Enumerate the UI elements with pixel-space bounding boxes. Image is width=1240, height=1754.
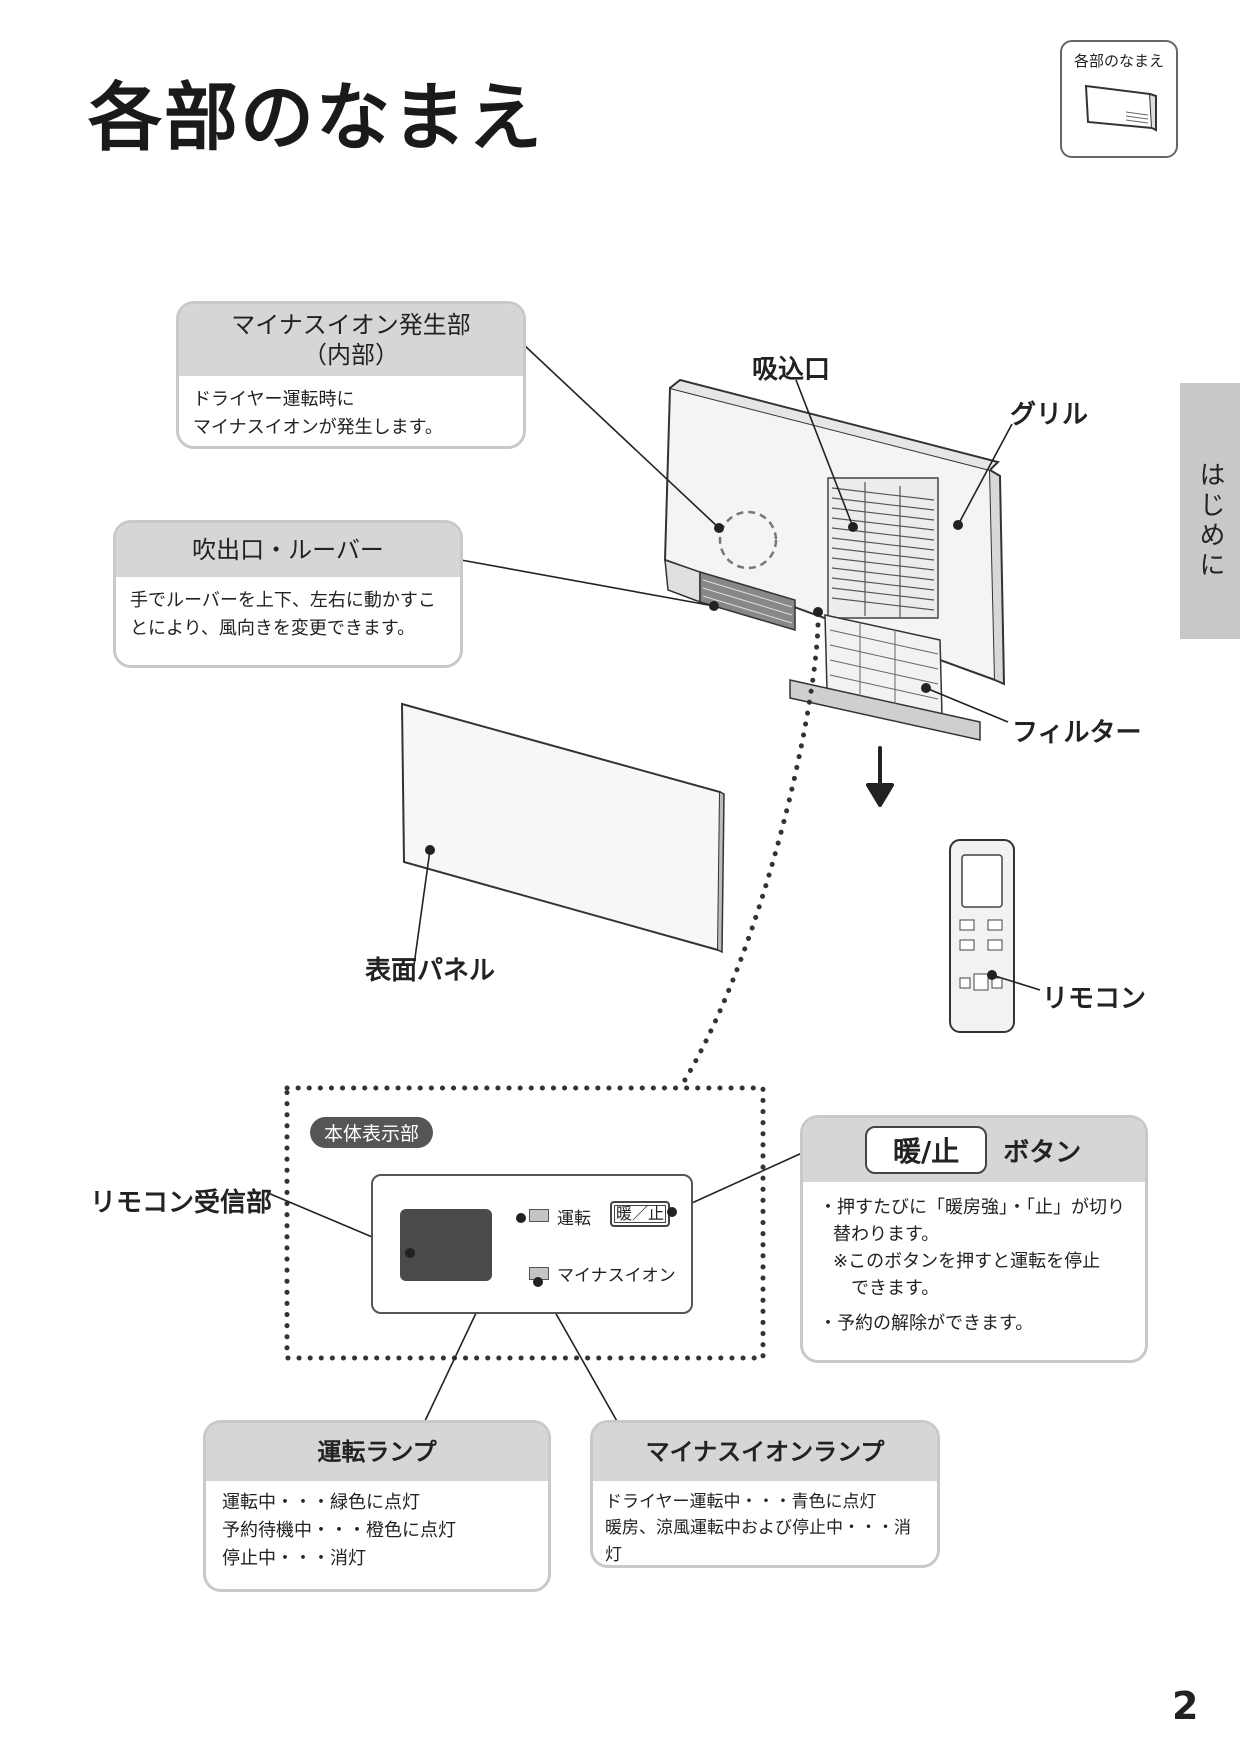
- run-lamp: [529, 1209, 549, 1222]
- ion-generator-marker: [718, 510, 778, 570]
- heat-stop-pill: 暖/止: [865, 1126, 988, 1174]
- heat-stop-desc-3: ※このボタンを押すと運転を停止: [833, 1251, 1101, 1272]
- run-lamp-desc-3: 停止中・・・消灯: [222, 1547, 366, 1569]
- run-lamp-desc-2: 予約待機中・・・橙色に点灯: [222, 1519, 456, 1541]
- heat-stop-button[interactable]: 暖／止: [610, 1201, 670, 1227]
- ion-generator-subtitle: （内部）: [303, 341, 399, 369]
- outlet-desc-2: とにより、風向きを変更できます。: [130, 617, 416, 639]
- grille-slats: [827, 477, 939, 619]
- filter-frame: [789, 614, 981, 741]
- heat-stop-desc-4: できます。: [851, 1278, 940, 1299]
- front-panel: [400, 702, 725, 954]
- outlet-title: 吹出口・ルーバー: [116, 523, 460, 577]
- down-arrow-icon: [866, 746, 894, 807]
- ion-generator-desc-2: マイナスイオンが発生します。: [193, 416, 443, 438]
- outlet-callout: 吹出口・ルーバー 手でルーバーを上下、左右に動かすことにより、風向きを変更できま…: [113, 520, 463, 668]
- page-title: 各部のなまえ: [88, 75, 544, 161]
- display-panel: 運転 暖／止 マイナスイオン: [371, 1174, 693, 1314]
- outlet-louver: [699, 570, 796, 632]
- ion-lamp-desc-2: 暖房、涼風運転中および停止中・・・消灯: [605, 1518, 911, 1565]
- heat-stop-desc-5: ・予約の解除ができます。: [819, 1313, 1034, 1334]
- run-lamp-desc-1: 運転中・・・緑色に点灯: [222, 1492, 420, 1513]
- heat-stop-desc-2: 替わります。: [833, 1224, 940, 1245]
- front-panel-label: 表面パネル: [365, 956, 496, 986]
- section-thumbnail: 各部のなまえ: [1060, 40, 1178, 158]
- run-lamp-title: 運転ランプ: [206, 1423, 548, 1481]
- ion-generator-title: マイナスイオン発生部: [231, 311, 471, 339]
- side-tab: はじめに: [1180, 383, 1240, 639]
- remote-receiver-label: リモコン受信部: [90, 1188, 273, 1218]
- remote-control: [949, 839, 1015, 1033]
- heat-stop-desc-1: ・押すたびに「暖房強」・「止」が切り: [819, 1197, 1125, 1218]
- heat-stop-callout: 暖/止ボタン ・押すたびに「暖房強」・「止」が切り 替わります。 ※このボタンを…: [800, 1115, 1148, 1363]
- run-lamp-callout: 運転ランプ 運転中・・・緑色に点灯 予約待機中・・・橙色に点灯 停止中・・・消灯: [203, 1420, 551, 1592]
- remote-label: リモコン: [1042, 984, 1147, 1014]
- intake-label: 吸込口: [752, 355, 831, 385]
- ion-lamp: [529, 1267, 549, 1280]
- filter-label: フィルター: [1012, 718, 1142, 748]
- ion-lamp-title: マイナスイオンランプ: [593, 1423, 937, 1481]
- heat-stop-suffix: ボタン: [1003, 1137, 1082, 1168]
- display-section-tag: 本体表示部: [310, 1117, 434, 1148]
- display-connector: [677, 622, 821, 1091]
- remote-receiver-window: [400, 1209, 492, 1281]
- leader-dots: [425, 520, 997, 980]
- ion-lamp-text: マイナスイオン: [557, 1266, 676, 1286]
- page-number: 2: [1172, 1684, 1199, 1728]
- display-frame: [284, 1085, 766, 1361]
- ion-generator-callout: マイナスイオン発生部（内部） ドライヤー運転時にマイナスイオンが発生します。: [176, 301, 526, 449]
- thumbnail-label: 各部のなまえ: [1073, 52, 1164, 70]
- ion-lamp-desc-1: ドライヤー運転中・・・青色に点灯: [605, 1492, 877, 1512]
- run-lamp-text: 運転: [557, 1209, 591, 1229]
- heater-thumbnail-icon: [1084, 84, 1157, 132]
- side-tab-label: はじめに: [1195, 461, 1225, 581]
- grille-label: グリル: [1010, 400, 1089, 430]
- ion-lamp-callout: マイナスイオンランプ ドライヤー運転中・・・青色に点灯 暖房、涼風運転中および停…: [590, 1420, 940, 1568]
- ion-generator-desc-1: ドライヤー運転時に: [193, 389, 355, 410]
- outlet-desc-1: 手でルーバーを上下、左右に動かすこ: [130, 590, 436, 611]
